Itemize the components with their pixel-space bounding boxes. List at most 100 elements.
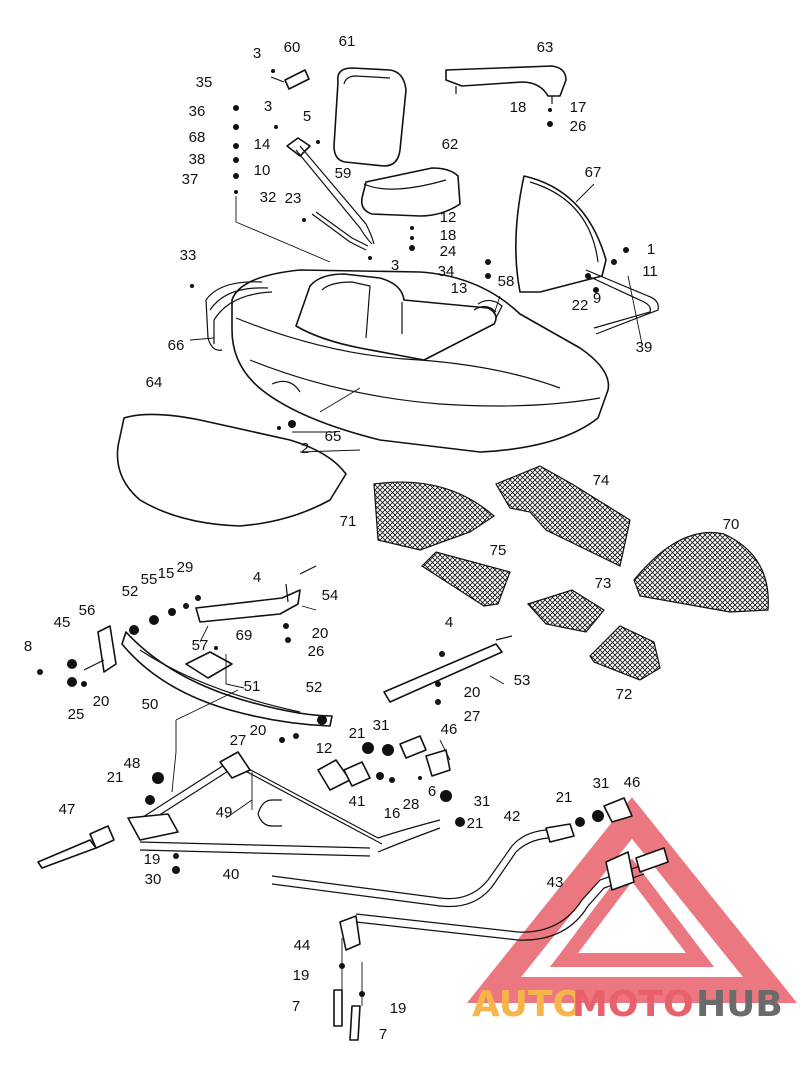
mount-bar [473,299,503,319]
mesh-panel-75 [421,551,511,607]
part-callout-1: 1 [647,241,655,258]
part-callout-19: 19 [390,1000,407,1017]
part-callout-34: 34 [438,263,455,280]
brand-watermark: AUTO MOTO HUB [472,984,783,1025]
part-callout-33: 33 [180,247,197,264]
part-callout-24: 24 [440,243,457,260]
axle-spindle [37,825,115,869]
spring-bracket [83,625,117,673]
part-callout-57: 57 [192,637,209,654]
part-callout-53: 53 [514,672,531,689]
part-callout-41: 41 [349,793,366,810]
grab-bar [445,65,567,104]
tonneau-cover [116,413,347,527]
part-callout-14: 14 [254,136,271,153]
part-callout-13: 13 [451,280,468,297]
fitting-46a [399,735,451,777]
arm-54 [195,565,317,623]
part-callout-4: 4 [445,614,453,631]
part-callout-20: 20 [250,722,267,739]
part-callout-73: 73 [595,575,612,592]
part-callout-32: 32 [260,189,277,206]
part-callout-70: 70 [723,516,740,533]
part-callout-27: 27 [464,708,481,725]
part-callout-49: 49 [216,804,233,821]
part-callout-19: 19 [293,967,310,984]
part-callout-20: 20 [312,625,329,642]
part-callout-17: 17 [570,99,587,116]
part-callout-58: 58 [498,273,515,290]
part-callout-42: 42 [504,808,521,825]
mesh-panel-70 [633,531,769,613]
part-callout-61: 61 [339,33,356,50]
part-callout-51: 51 [244,678,261,695]
part-callout-18: 18 [440,227,457,244]
part-callout-3: 3 [264,98,272,115]
part-callout-44: 44 [294,937,311,954]
bolts-7 [333,989,361,1041]
brand-word-moto: MOTO [572,984,694,1025]
part-callout-12: 12 [316,740,333,757]
part-callout-20: 20 [93,693,110,710]
fitting-46b [603,797,633,823]
part-callout-9: 9 [593,290,601,307]
part-callout-21: 21 [349,725,366,742]
part-callout-35: 35 [196,74,213,91]
part-callout-43: 43 [547,874,564,891]
part-callout-59: 59 [335,165,352,182]
part-callout-8: 8 [24,638,32,655]
mesh-panels [373,465,769,681]
part-callout-29: 29 [177,559,194,576]
backrest-bracket [286,137,375,251]
mesh-panel-74 [495,465,631,567]
part-callout-3: 3 [391,257,399,274]
part-callout-21: 21 [556,789,573,806]
part-callout-69: 69 [236,627,253,644]
part-callout-60: 60 [284,39,301,56]
leaf-spring [121,631,333,727]
part-callout-55: 55 [141,571,158,588]
part-callout-23: 23 [285,190,302,207]
part-callout-30: 30 [145,871,162,888]
main-frame [127,751,441,857]
part-callout-46: 46 [624,774,641,791]
part-callout-47: 47 [59,801,76,818]
part-callout-54: 54 [322,587,339,604]
windshield [515,175,607,293]
hinge-plate [270,69,310,90]
part-callout-21: 21 [467,815,484,832]
mesh-panel-73 [526,589,605,633]
part-callout-26: 26 [570,118,587,135]
part-callout-18: 18 [510,99,527,116]
u-bolt [257,799,282,827]
leader-lines [171,183,643,1006]
part-callout-19: 19 [144,851,161,868]
part-callout-10: 10 [254,162,271,179]
part-callout-75: 75 [490,542,507,559]
part-callout-31: 31 [593,775,610,792]
spring-plate [185,651,233,679]
part-callout-7: 7 [379,1026,387,1043]
part-callout-6: 6 [428,783,436,800]
part-callout-37: 37 [182,171,199,188]
part-callout-15: 15 [158,565,175,582]
part-callout-65: 65 [325,428,342,445]
part-callout-3: 3 [253,45,261,62]
part-callout-50: 50 [142,696,159,713]
part-callout-5: 5 [303,108,311,125]
part-callout-71: 71 [340,513,357,530]
arm-53 [383,635,513,703]
part-callout-26: 26 [308,643,325,660]
part-callout-66: 66 [168,337,185,354]
part-callout-36: 36 [189,103,206,120]
backrest [333,67,407,167]
part-callout-52: 52 [306,679,323,696]
part-callout-67: 67 [585,164,602,181]
part-callout-40: 40 [223,866,240,883]
part-callout-27: 27 [230,732,247,749]
part-callout-31: 31 [474,793,491,810]
part-callout-45: 45 [54,614,71,631]
part-callout-25: 25 [68,706,85,723]
hardware-dots [37,69,629,997]
